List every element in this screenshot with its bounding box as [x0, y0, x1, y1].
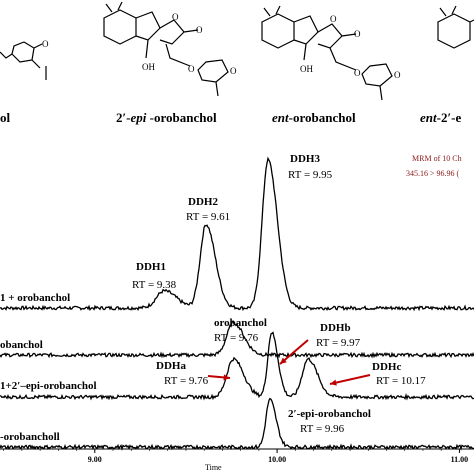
x-tick-label-1: 10.00: [268, 455, 286, 464]
peak-rt-1-0: RT = 9.76: [214, 332, 259, 344]
peak-arrowhead-2-1: [280, 357, 287, 364]
structure-label-2: 2′-epi -orobanchol: [116, 110, 217, 125]
x-tick-label-0: 9.00: [88, 455, 102, 464]
peak-rt-2-0: RT = 9.76: [164, 375, 209, 387]
structure-label-1: ol: [0, 110, 11, 125]
structure-2-epi-orobanchol: O O O O OH: [103, 1, 237, 97]
structure-ent-orobanchol: O O O O OH: [261, 5, 401, 101]
x-tick-label-2: 11.00: [451, 455, 469, 464]
trace-label-2: 1+2′–epi-orobanchol: [0, 380, 97, 392]
peak-rt-0-2: RT = 9.95: [288, 169, 333, 181]
chromatogram-traces: [0, 156, 474, 451]
structure-orobanchol-partial: O: [0, 39, 49, 80]
svg-text:O: O: [354, 68, 361, 78]
trace-line-2: [0, 331, 474, 401]
trace-line-0: [0, 156, 474, 312]
peak-rt-3-0: RT = 9.96: [300, 423, 345, 435]
peak-label-0-2: DDH3: [290, 153, 320, 165]
peak-label-3-0: 2′-epi-orobanchol: [288, 408, 371, 420]
peak-label-0-1: DDH2: [188, 196, 218, 208]
x-axis-ticks: 9.00 10.00 11.00: [3, 449, 469, 464]
svg-text:O: O: [354, 29, 361, 39]
peak-rt-2-2: RT = 10.17: [376, 375, 426, 387]
peak-label-1-0: orobanchol: [214, 317, 267, 329]
structure-label-4: ent-2′-e: [420, 110, 461, 125]
trace-line-3: [0, 397, 474, 451]
peak-rt-0-0: RT = 9.38: [132, 279, 177, 291]
peak-arrow-2-2: [329, 374, 371, 385]
svg-text:OH: OH: [300, 64, 313, 74]
svg-text:O: O: [394, 70, 401, 80]
svg-text:OH: OH: [142, 62, 155, 72]
mrm-transition: 345.16 > 96.96 (: [406, 169, 460, 178]
trace-line-1: [0, 319, 474, 359]
structures-panel: O O O O O OH O O: [0, 1, 474, 101]
svg-text:O: O: [172, 12, 179, 22]
svg-text:O: O: [330, 14, 337, 24]
structure-label-3: ent-orobanchol: [272, 110, 356, 125]
svg-text:O: O: [196, 25, 203, 35]
peak-arrowhead-2-0: [223, 374, 230, 381]
svg-text:O: O: [230, 66, 237, 76]
structure-ent-2-epi-partial: [437, 5, 474, 49]
peak-label-2-0: DDHa: [156, 360, 186, 372]
svg-text:O: O: [42, 39, 49, 49]
peak-rt-0-1: RT = 9.61: [186, 211, 230, 223]
peak-label-0-0: DDH1: [136, 261, 166, 273]
svg-text:O: O: [188, 64, 195, 74]
mrm-title: MRM of 10 Ch: [412, 154, 462, 163]
trace-label-1: obanchol: [0, 339, 43, 351]
peak-arrowhead-2-2: [330, 379, 337, 386]
peak-rt-2-1: RT = 9.97: [316, 337, 361, 349]
peak-annotations: 1 + orobanchol obanchol 1+2′–epi-orobancho…: [0, 153, 426, 443]
x-axis-title: Time: [205, 463, 222, 472]
trace-label-3: -orobancholl: [0, 431, 60, 443]
trace-label-0: 1 + orobanchol: [0, 292, 70, 304]
peak-label-2-2: DDHc: [372, 361, 401, 373]
peak-label-2-1: DDHb: [320, 322, 351, 334]
